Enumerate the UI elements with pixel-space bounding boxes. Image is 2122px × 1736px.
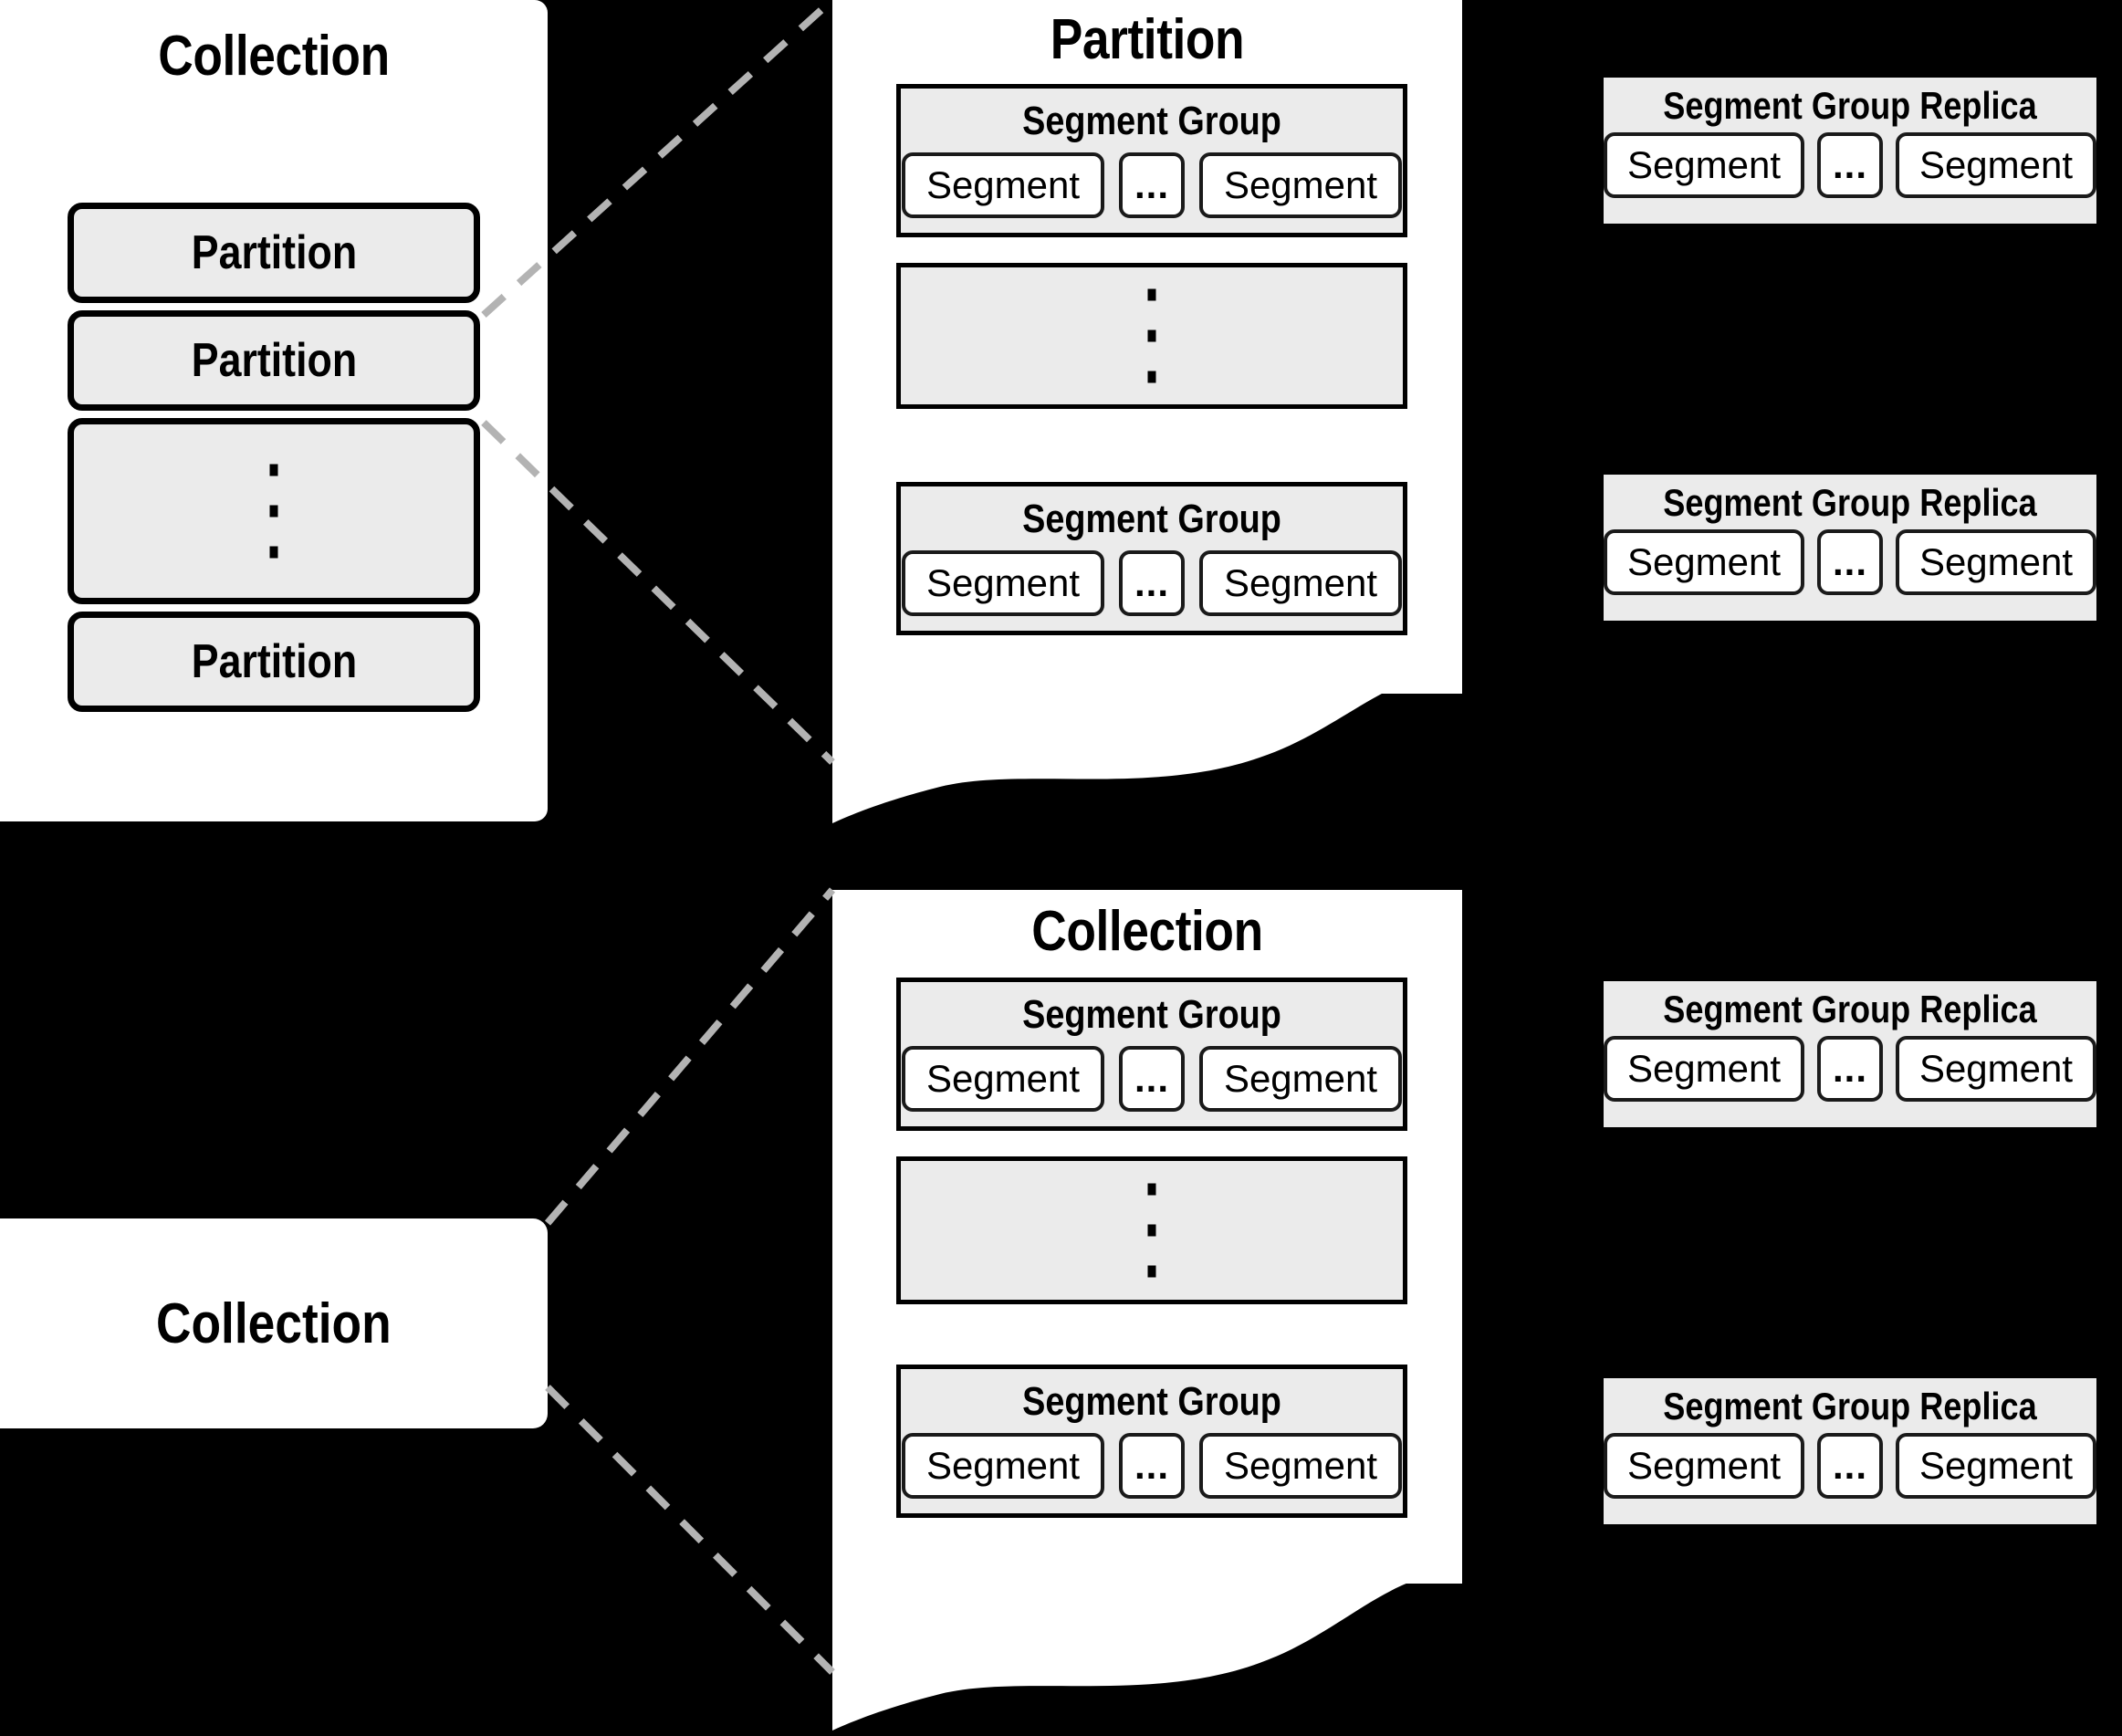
- segment-box[interactable]: Segment: [1199, 1046, 1402, 1112]
- segment-row: Segment ... Segment: [1604, 132, 2096, 198]
- vertical-ellipsis-icon: [1147, 275, 1156, 398]
- segment-group-title: Segment Group: [1022, 992, 1281, 1037]
- segment-box[interactable]: Segment: [1896, 1433, 2096, 1499]
- segment-group-title: Segment Group: [1022, 497, 1281, 541]
- segment-row: Segment ... Segment: [901, 550, 1403, 616]
- partition-chip-3[interactable]: Partition: [68, 612, 480, 712]
- segment-ellipsis-box: ...: [1817, 132, 1883, 198]
- vertical-ellipsis-icon: [269, 450, 278, 573]
- segment-row: Segment ... Segment: [1604, 1036, 2096, 1102]
- segment-group-replica-title: Segment Group Replica: [1663, 481, 2037, 524]
- partition-ellipsis-chip: [68, 418, 480, 604]
- segment-box[interactable]: Segment: [1604, 529, 1804, 595]
- segment-box[interactable]: Segment: [902, 1433, 1104, 1499]
- segment-group-replica-box: Segment Group Replica Segment ... Segmen…: [1604, 1378, 2096, 1524]
- segment-box[interactable]: Segment: [1199, 1433, 1402, 1499]
- partition-chip-1[interactable]: Partition: [68, 203, 480, 303]
- bottom-collection-chip[interactable]: Collection: [0, 1218, 548, 1428]
- segment-ellipsis-box: ...: [1817, 529, 1883, 595]
- segment-row: Segment ... Segment: [901, 152, 1403, 218]
- collection-panel-title: Collection: [1031, 900, 1263, 963]
- partition-detail-panel: Partition Segment Group Segment ... Segm…: [832, 0, 1462, 694]
- bottom-collection-label: Collection: [156, 1292, 392, 1355]
- segment-box[interactable]: Segment: [902, 152, 1104, 218]
- segment-group-title: Segment Group: [1022, 99, 1281, 143]
- segment-group-replica-box: Segment Group Replica Segment ... Segmen…: [1604, 78, 2096, 224]
- segment-box[interactable]: Segment: [902, 550, 1104, 616]
- connector-collection-to-panel-top: [544, 887, 836, 1226]
- partition-panel-title: Partition: [1050, 8, 1245, 71]
- segment-box[interactable]: Segment: [902, 1046, 1104, 1112]
- segment-ellipsis-box: ...: [1119, 550, 1185, 616]
- segment-box[interactable]: Segment: [1199, 550, 1402, 616]
- top-collection-panel: Collection Partition Partition Partition: [0, 0, 548, 821]
- connector-collection-to-panel-bottom: [545, 1385, 835, 1675]
- segment-group-title: Segment Group: [1022, 1379, 1281, 1424]
- segment-ellipsis-box: ...: [1817, 1433, 1883, 1499]
- top-collection-title: Collection: [158, 25, 390, 88]
- segment-row: Segment ... Segment: [1604, 529, 2096, 595]
- partition-chip-label: Partition: [191, 635, 357, 688]
- segment-group-ellipsis-box: [896, 1156, 1407, 1304]
- segment-box[interactable]: Segment: [1896, 1036, 2096, 1102]
- segment-group-ellipsis-box: [896, 263, 1407, 409]
- segment-group-replica-title: Segment Group Replica: [1663, 84, 2037, 127]
- segment-group-box: Segment Group Segment ... Segment: [896, 978, 1407, 1131]
- segment-ellipsis-box: ...: [1817, 1036, 1883, 1102]
- segment-group-box: Segment Group Segment ... Segment: [896, 482, 1407, 635]
- segment-row: Segment ... Segment: [1604, 1433, 2096, 1499]
- partition-chip-label: Partition: [191, 334, 357, 387]
- segment-box[interactable]: Segment: [1896, 132, 2096, 198]
- partition-chip-2[interactable]: Partition: [68, 310, 480, 411]
- segment-box[interactable]: Segment: [1604, 1433, 1804, 1499]
- segment-group-box: Segment Group Segment ... Segment: [896, 1365, 1407, 1518]
- segment-row: Segment ... Segment: [901, 1046, 1403, 1112]
- segment-box[interactable]: Segment: [1199, 152, 1402, 218]
- segment-group-box: Segment Group Segment ... Segment: [896, 84, 1407, 237]
- segment-ellipsis-box: ...: [1119, 1433, 1185, 1499]
- vertical-ellipsis-icon: [1147, 1169, 1156, 1292]
- segment-row: Segment ... Segment: [901, 1433, 1403, 1499]
- collection-detail-panel: Collection Segment Group Segment ... Seg…: [832, 890, 1462, 1584]
- partition-chip-label: Partition: [191, 226, 357, 279]
- segment-group-replica-title: Segment Group Replica: [1663, 1385, 2037, 1427]
- segment-group-replica-box: Segment Group Replica Segment ... Segmen…: [1604, 981, 2096, 1127]
- segment-box[interactable]: Segment: [1896, 529, 2096, 595]
- segment-box[interactable]: Segment: [1604, 132, 1804, 198]
- segment-group-replica-title: Segment Group Replica: [1663, 988, 2037, 1030]
- segment-group-replica-box: Segment Group Replica Segment ... Segmen…: [1604, 475, 2096, 621]
- segment-ellipsis-box: ...: [1119, 1046, 1185, 1112]
- segment-box[interactable]: Segment: [1604, 1036, 1804, 1102]
- segment-ellipsis-box: ...: [1119, 152, 1185, 218]
